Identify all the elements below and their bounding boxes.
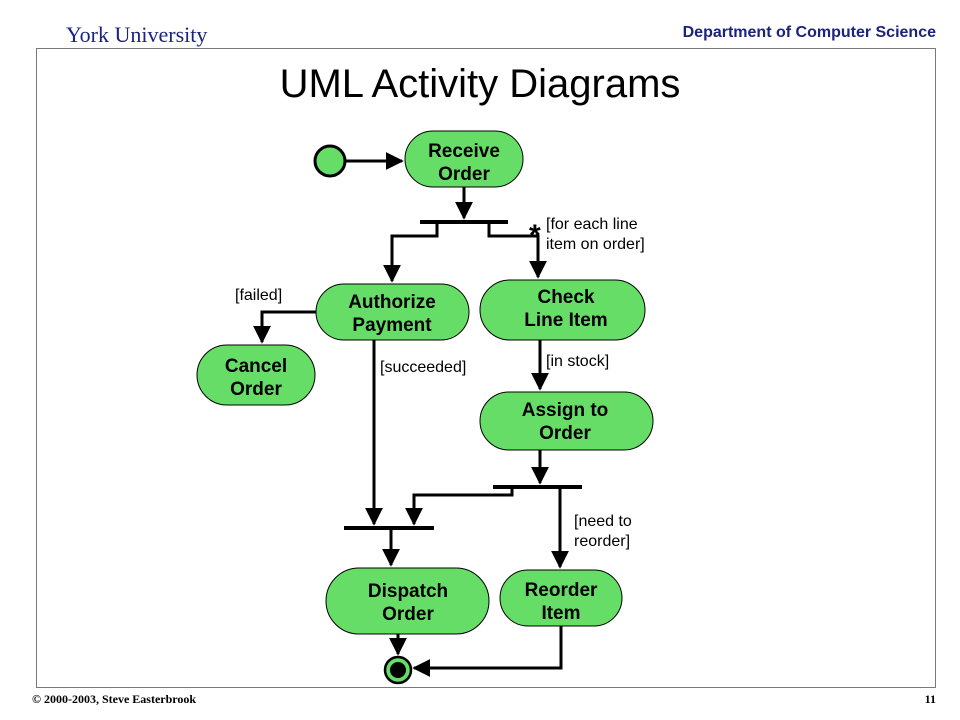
guard-failed: [failed] xyxy=(235,287,282,304)
slide-title: UML Activity Diagrams xyxy=(279,62,681,106)
multiplicity-marker: * xyxy=(529,219,541,252)
guard-need-reorder-line2: reorder] xyxy=(574,533,630,550)
dispatch-order-line1: Dispatch xyxy=(368,581,448,602)
cancel-order-line1: Cancel xyxy=(225,356,287,377)
page-number: 11 xyxy=(924,692,936,706)
guard-for-each-line1: [for each line xyxy=(546,216,638,233)
authorize-payment-line2: Payment xyxy=(352,315,432,336)
guard-succeeded: [succeeded] xyxy=(380,359,466,376)
activity-dispatch-order: Dispatch Order xyxy=(325,567,490,635)
check-line-item-line1: Check xyxy=(537,287,594,308)
cancel-order-line2: Order xyxy=(230,379,282,400)
slide-frame xyxy=(36,48,936,688)
copyright-note: © 2000-2003, Steve Easterbrook xyxy=(32,692,197,706)
reorder-item-line2: Item xyxy=(541,603,580,624)
activity-check-line-item: Check Line Item xyxy=(479,279,646,341)
transition-reorder-final xyxy=(412,626,563,677)
assign-to-order-line1: Assign to xyxy=(522,400,609,421)
guard-in-stock: [in stock] xyxy=(546,353,609,370)
activity-reorder-item: Reorder Item xyxy=(499,569,623,627)
reorder-item-line1: Reorder xyxy=(525,580,598,601)
initial-node xyxy=(313,144,347,178)
university-name: York University xyxy=(66,22,208,47)
transition-authorize-cancel xyxy=(253,310,316,344)
receive-order-line1: Receive xyxy=(428,141,500,162)
guard-for-each-line2: item on order] xyxy=(546,236,645,253)
guard-need-reorder-line1: [need to xyxy=(574,513,632,530)
transition-fork-authorize xyxy=(383,224,439,283)
activity-receive-order: Receive Order xyxy=(404,130,524,188)
activity-assign-to-order: Assign to Order xyxy=(479,391,654,451)
dispatch-order-line2: Order xyxy=(382,604,434,625)
check-line-item-line2: Line Item xyxy=(524,310,607,331)
department-name: Department of Computer Science xyxy=(682,24,936,41)
transition-fork-check xyxy=(487,224,547,279)
activity-cancel-order: Cancel Order xyxy=(196,344,316,406)
final-node xyxy=(383,655,413,685)
assign-to-order-line2: Order xyxy=(539,423,591,444)
receive-order-line2: Order xyxy=(438,164,490,185)
activity-authorize-payment: Authorize Payment xyxy=(315,283,470,341)
authorize-payment-line1: Authorize xyxy=(348,292,436,313)
transition-fork-join xyxy=(405,489,514,526)
